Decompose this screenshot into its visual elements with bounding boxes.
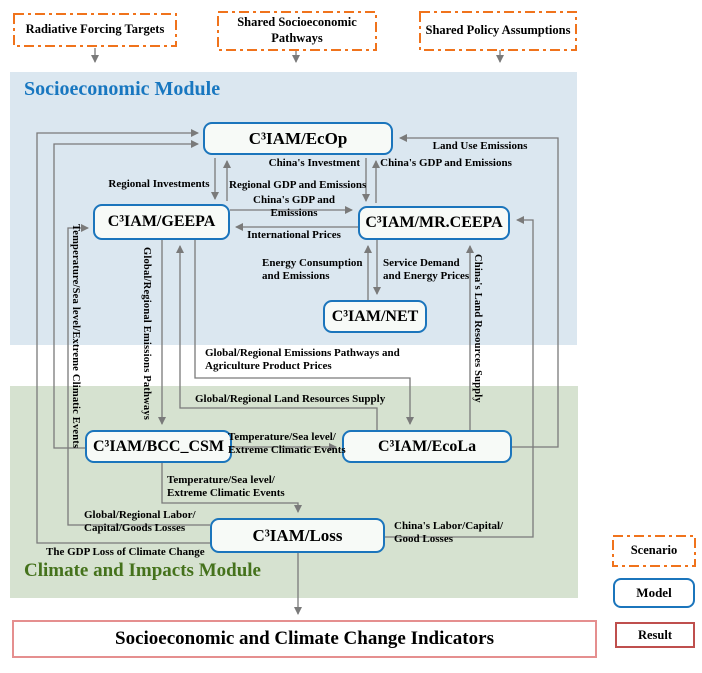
scenario-shared-policy-assumptions: Shared Policy Assumptions <box>425 23 571 38</box>
socioeconomic-module-title: Socioeconomic Module <box>24 78 221 100</box>
model-box-ecop: C³IAM/EcOp <box>203 122 393 155</box>
edge-label-global-regional-land-resources-supply: Global/Regional Land Resources Supply <box>195 393 386 405</box>
edge-label-global-regional-labor-capital-goods-losses: Global/Regional Labor/ Capital/Goods Los… <box>84 509 196 534</box>
edge-label-global-regional-emissions-pathways: Global/Regional Emissions Pathways <box>141 247 152 421</box>
legend-result-box: Result <box>615 622 695 648</box>
edge-label-chinas-labor-capital-good-losses: China's Labor/Capital/ Good Losses <box>394 520 504 545</box>
edge-label-chinas-gdp-and-emissions-mid: China's GDP and Emissions <box>253 194 335 219</box>
model-box-bcc-csm: C³IAM/BCC_CSM <box>85 430 232 463</box>
edge-label-energy-consumption-and-emissions: Energy Consumption and Emissions <box>262 257 363 282</box>
legend-model-box: Model <box>613 578 695 608</box>
model-box-loss: C³IAM/Loss <box>210 518 385 553</box>
model-box-geepa: C³IAM/GEEPA <box>93 204 230 240</box>
edge-label-temperature-sea-level-mid: Temperature/Sea level/ Extreme Climatic … <box>228 431 346 456</box>
model-box-ecola: C³IAM/EcoLa <box>342 430 512 463</box>
edge-label-emissions-pathways-and-agriculture-product-prices: Global/Regional Emissions Pathways and A… <box>205 347 400 372</box>
edge-label-chinas-gdp-and-emissions-top: China's GDP and Emissions <box>380 157 512 169</box>
climate-impacts-module-title: Climate and Impacts Module <box>24 560 261 581</box>
legend-scenario-label: Scenario <box>630 543 678 558</box>
scenario-radiative-forcing-targets: Radiative Forcing Targets <box>25 22 165 37</box>
edge-label-regional-investments: Regional Investments <box>108 178 210 190</box>
edge-label-temperature-sea-level-extreme-climatic-events-left: Temperature/Sea level/Extreme Climatic E… <box>70 224 81 449</box>
result-box-indicators: Socioeconomic and Climate Change Indicat… <box>12 620 597 658</box>
edge-label-land-use-emissions: Land Use Emissions <box>432 140 528 152</box>
edge-label-international-prices: International Prices <box>247 229 341 241</box>
edge-label-temperature-sea-level-low: Temperature/Sea level/ Extreme Climatic … <box>167 474 285 499</box>
edge-label-regional-gdp-and-emissions: Regional GDP and Emissions <box>229 179 367 191</box>
model-box-net: C³IAM/NET <box>323 300 427 333</box>
scenario-shared-socioeconomic-pathways: Shared Socioeconomic Pathways <box>237 15 357 45</box>
edge-label-chinas-land-resources-supply: China's Land Resources Supply <box>472 254 483 403</box>
edge-label-chinas-investment: China's Investment <box>268 157 360 169</box>
edge-label-the-gdp-loss-of-climate-change: The GDP Loss of Climate Change <box>46 546 205 558</box>
model-box-mrceepa: C³IAM/MR.CEEPA <box>358 206 510 240</box>
